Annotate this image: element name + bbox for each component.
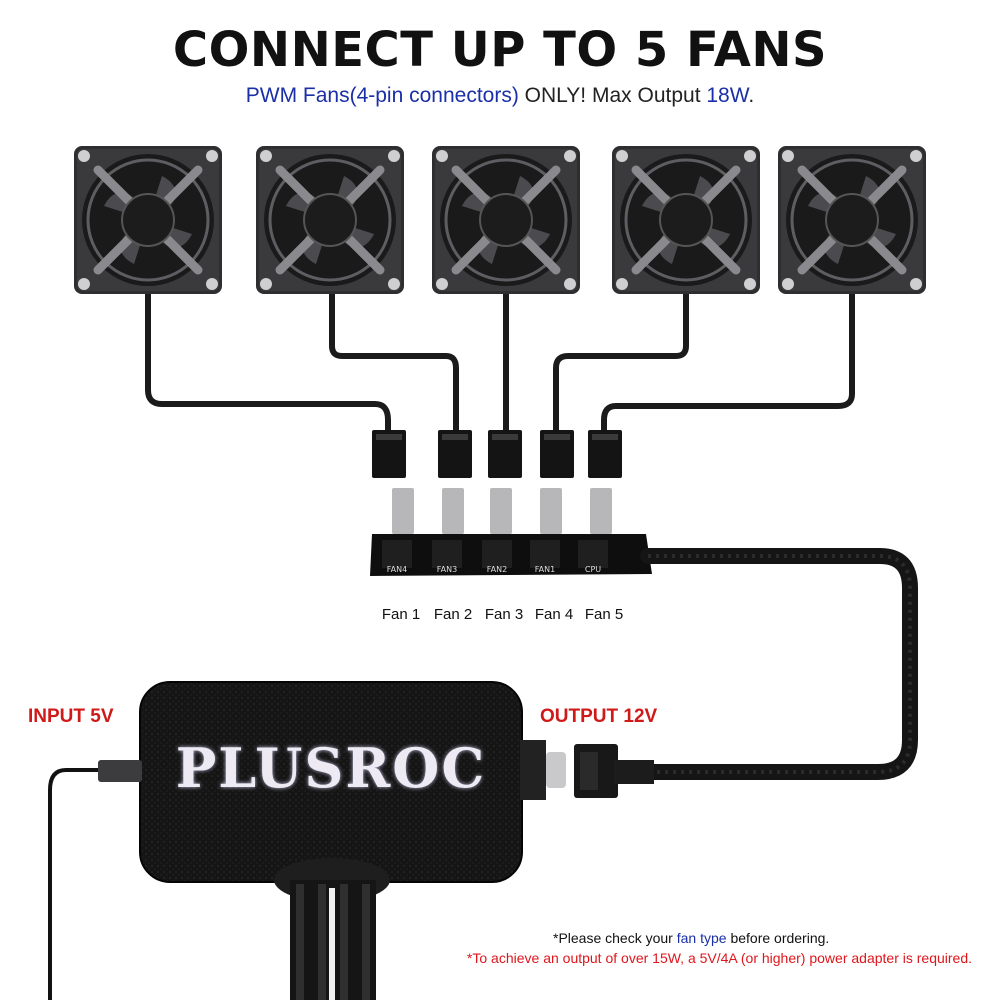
- silk-fan2: FAN2: [487, 565, 507, 574]
- fan-type-link: fan type: [676, 930, 727, 946]
- hub-label-fan-1: Fan 1: [381, 606, 421, 623]
- subheadline: PWM Fans(4-pin connectors) ONLY! Max Out…: [0, 84, 1000, 108]
- fan-connectors: [372, 430, 622, 478]
- hub-label-fan-3: Fan 3: [484, 606, 524, 623]
- hub-label-fan-2: Fan 2: [433, 606, 473, 623]
- fan-1: [74, 146, 222, 294]
- fan-type-note: *Please check your fan type before order…: [553, 930, 829, 946]
- output-label: OUTPUT 12V: [540, 706, 658, 727]
- brand-logo: PLUSROC: [175, 736, 487, 800]
- braided-cable-texture: [648, 554, 912, 774]
- subheadline-only: ONLY! Max Output: [518, 84, 707, 107]
- splitter-hub: FAN4 FAN3 FAN2 FAN1 CPU: [370, 534, 652, 576]
- note-prefix: *Please check your: [553, 930, 677, 946]
- fan-5: [778, 146, 926, 294]
- output-connector: [574, 744, 654, 798]
- note-suffix: before ordering.: [726, 930, 830, 946]
- power-adapter-warning: *To achieve an output of over 15W, a 5V/…: [466, 950, 972, 966]
- silk-fan3: FAN3: [437, 565, 457, 574]
- usb-c-plug: [98, 760, 142, 782]
- braided-cable: [640, 548, 918, 780]
- input-cable: [48, 768, 124, 1000]
- headline: CONNECT UP TO 5 FANS: [172, 22, 828, 78]
- hub-pins: [392, 488, 612, 534]
- fan-3: [432, 146, 580, 294]
- subheadline-pwm: PWM Fans(4-pin connectors): [245, 84, 519, 107]
- input-label: INPUT 5V: [28, 706, 114, 727]
- fan-2: [256, 146, 404, 294]
- hub-label-fan-5: Fan 5: [584, 606, 624, 623]
- fan-cables: [145, 294, 855, 432]
- silk-fan4: FAN4: [387, 565, 407, 574]
- subheadline-period: .: [748, 84, 755, 107]
- fan-4: [612, 146, 760, 294]
- hub-label-fan-4: Fan 4: [534, 606, 574, 623]
- silk-fan1: FAN1: [535, 565, 555, 574]
- silk-cpu: CPU: [585, 565, 601, 574]
- controller-box: [139, 681, 566, 883]
- speed-knob[interactable]: [274, 858, 390, 1000]
- subheadline-watts: 18W: [706, 84, 749, 107]
